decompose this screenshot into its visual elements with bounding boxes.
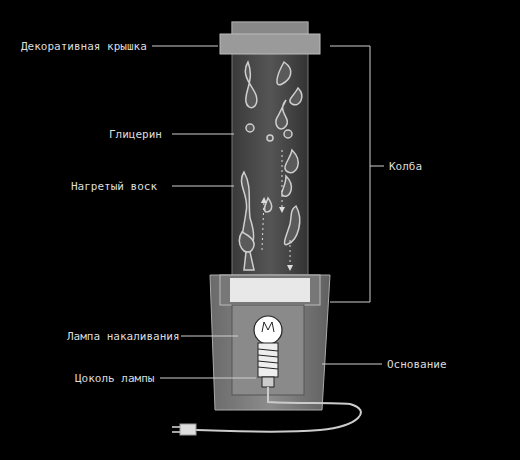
wax-blobs [239, 62, 301, 270]
socket-contact [262, 377, 274, 387]
flask [232, 22, 308, 277]
lamp-recess [232, 305, 304, 395]
part-label: Основание [386, 358, 448, 371]
part-label: Декоративная крышка [20, 40, 148, 53]
part-label: Глицерин [108, 128, 163, 141]
lamp-socket [258, 343, 278, 377]
cap-ring [220, 34, 320, 54]
part-label: Колба [388, 160, 423, 173]
flask-bracket [330, 46, 384, 302]
flow-arrows [262, 150, 290, 268]
plug-pin [172, 431, 180, 433]
base [210, 275, 330, 410]
plug [180, 424, 196, 435]
part-label: Лампа накаливания [66, 330, 181, 343]
socket-thread [258, 349, 278, 369]
plug-pin [172, 426, 180, 428]
power-cord [196, 387, 361, 432]
base-cup [220, 275, 320, 305]
heat-plate [230, 278, 310, 302]
part-label: Нагретый воск [70, 180, 158, 193]
incandescent-bulb [254, 316, 282, 344]
filament [262, 322, 274, 332]
leader-lines [152, 46, 382, 378]
part-label: Цоколь лампы [74, 372, 155, 385]
